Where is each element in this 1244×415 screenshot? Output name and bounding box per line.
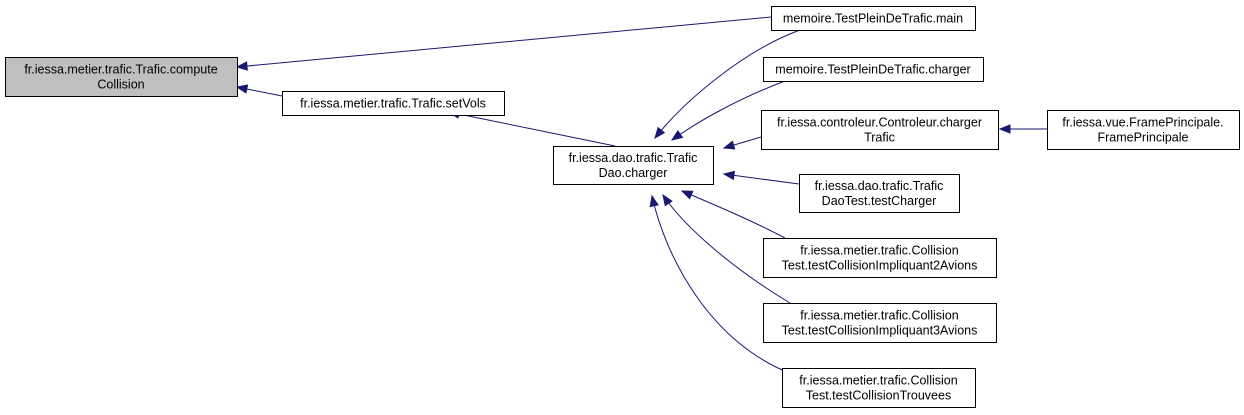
edge-arrowhead — [680, 190, 694, 200]
edge-arrowhead — [722, 170, 736, 181]
node-box[interactable] — [5, 57, 238, 97]
node-collision_test_trouvees[interactable]: fr.iessa.metier.trafic.CollisionTest.tes… — [782, 368, 976, 408]
node-set_vols[interactable]: fr.iessa.metier.trafic.Trafic.setVols — [282, 91, 505, 116]
node-box[interactable] — [282, 91, 505, 116]
edge-arrowhead — [662, 193, 673, 207]
node-label-line: fr.iessa.dao.trafic.Trafic — [815, 179, 944, 193]
node-box[interactable] — [771, 6, 976, 31]
edge-line — [723, 173, 800, 185]
node-box[interactable] — [782, 368, 976, 408]
edge-line — [654, 29, 801, 139]
edge-line — [448, 111, 616, 147]
edge-arrowhead — [722, 140, 736, 150]
node-label-line: Test.testCollisionImpliquant2Avions — [782, 259, 978, 273]
node-label-line: Trafic — [864, 131, 895, 145]
edge-test_plein_main-to-trafic_dao_charger — [654, 29, 801, 140]
node-box[interactable] — [763, 57, 984, 82]
node-label-line: fr.iessa.metier.trafic.Trafic.setVols — [300, 97, 486, 111]
edge-line — [236, 16, 772, 68]
edge-frame_principale-to-controleur_charger_trafic — [998, 124, 1047, 134]
node-frame_principale[interactable]: fr.iessa.vue.FramePrincipale.FramePrinci… — [1047, 110, 1240, 150]
node-box[interactable] — [763, 303, 997, 343]
node-label-line: memoire.TestPleinDeTrafic.main — [783, 12, 963, 26]
node-label-line: DaoTest.testCharger — [822, 194, 937, 208]
edge-arrowhead — [649, 194, 659, 208]
node-test_plein_main[interactable]: memoire.TestPleinDeTrafic.main — [771, 6, 976, 31]
edge-arrowhead — [235, 61, 248, 71]
edge-arrowhead — [654, 126, 666, 140]
node-label-line: fr.iessa.vue.FramePrincipale. — [1062, 116, 1223, 130]
edge-line — [651, 195, 796, 376]
edge-arrowhead — [235, 84, 249, 94]
node-box[interactable] — [761, 110, 999, 150]
edge-test_plein_main-to-compute_collision — [235, 16, 772, 71]
node-collision_test_3avions[interactable]: fr.iessa.metier.trafic.CollisionTest.tes… — [763, 303, 997, 343]
edge-controleur_charger_trafic-to-trafic_dao_charger — [722, 136, 762, 150]
node-controleur_charger_trafic[interactable]: fr.iessa.controleur.Controleur.chargerTr… — [761, 110, 999, 150]
edges-layer — [235, 16, 1047, 376]
edge-set_vols-to-compute_collision — [235, 84, 283, 97]
node-box[interactable] — [1047, 110, 1240, 150]
edge-line — [671, 80, 786, 141]
node-label-line: FramePrincipale — [1097, 131, 1188, 145]
node-label-line: Test.testCollisionTrouvees — [806, 389, 951, 403]
edge-test_plein_charger-to-trafic_dao_charger — [670, 80, 786, 141]
node-label-line: fr.iessa.metier.trafic.Collision — [800, 309, 958, 323]
node-label-line: fr.iessa.metier.trafic.Collision — [799, 374, 957, 388]
edge-collision_test_trouvees-to-trafic_dao_charger — [649, 194, 796, 376]
node-label-line: Test.testCollisionImpliquant3Avions — [782, 324, 978, 338]
node-test_plein_charger[interactable]: memoire.TestPleinDeTrafic.charger — [763, 57, 984, 82]
node-label-line: fr.iessa.dao.trafic.Trafic — [569, 151, 698, 165]
edge-line — [681, 190, 786, 239]
node-dao_test_charger[interactable]: fr.iessa.dao.trafic.TraficDaoTest.testCh… — [799, 174, 960, 213]
node-label-line: Collision — [97, 78, 144, 92]
edge-collision_test_2avions-to-trafic_dao_charger — [680, 190, 786, 239]
node-box[interactable] — [799, 174, 960, 213]
node-label-line: fr.iessa.metier.trafic.Trafic.compute — [24, 63, 217, 77]
node-label-line: Dao.charger — [599, 166, 668, 180]
node-box[interactable] — [763, 238, 997, 278]
edge-arrowhead — [670, 130, 684, 141]
edge-dao_test_charger-to-trafic_dao_charger — [722, 170, 800, 185]
edge-collision_test_3avions-to-trafic_dao_charger — [662, 193, 791, 304]
node-collision_test_2avions[interactable]: fr.iessa.metier.trafic.CollisionTest.tes… — [763, 238, 997, 278]
edge-line — [662, 194, 791, 304]
edge-arrowhead — [998, 124, 1011, 134]
node-compute_collision[interactable]: fr.iessa.metier.trafic.Trafic.computeCol… — [5, 57, 238, 97]
node-label-line: fr.iessa.metier.trafic.Collision — [800, 244, 958, 258]
nodes-layer: fr.iessa.metier.trafic.Trafic.computeCol… — [5, 6, 1240, 408]
node-label-line: memoire.TestPleinDeTrafic.charger — [775, 63, 970, 77]
node-box[interactable] — [553, 146, 714, 185]
node-label-line: fr.iessa.controleur.Controleur.charger — [777, 116, 982, 130]
